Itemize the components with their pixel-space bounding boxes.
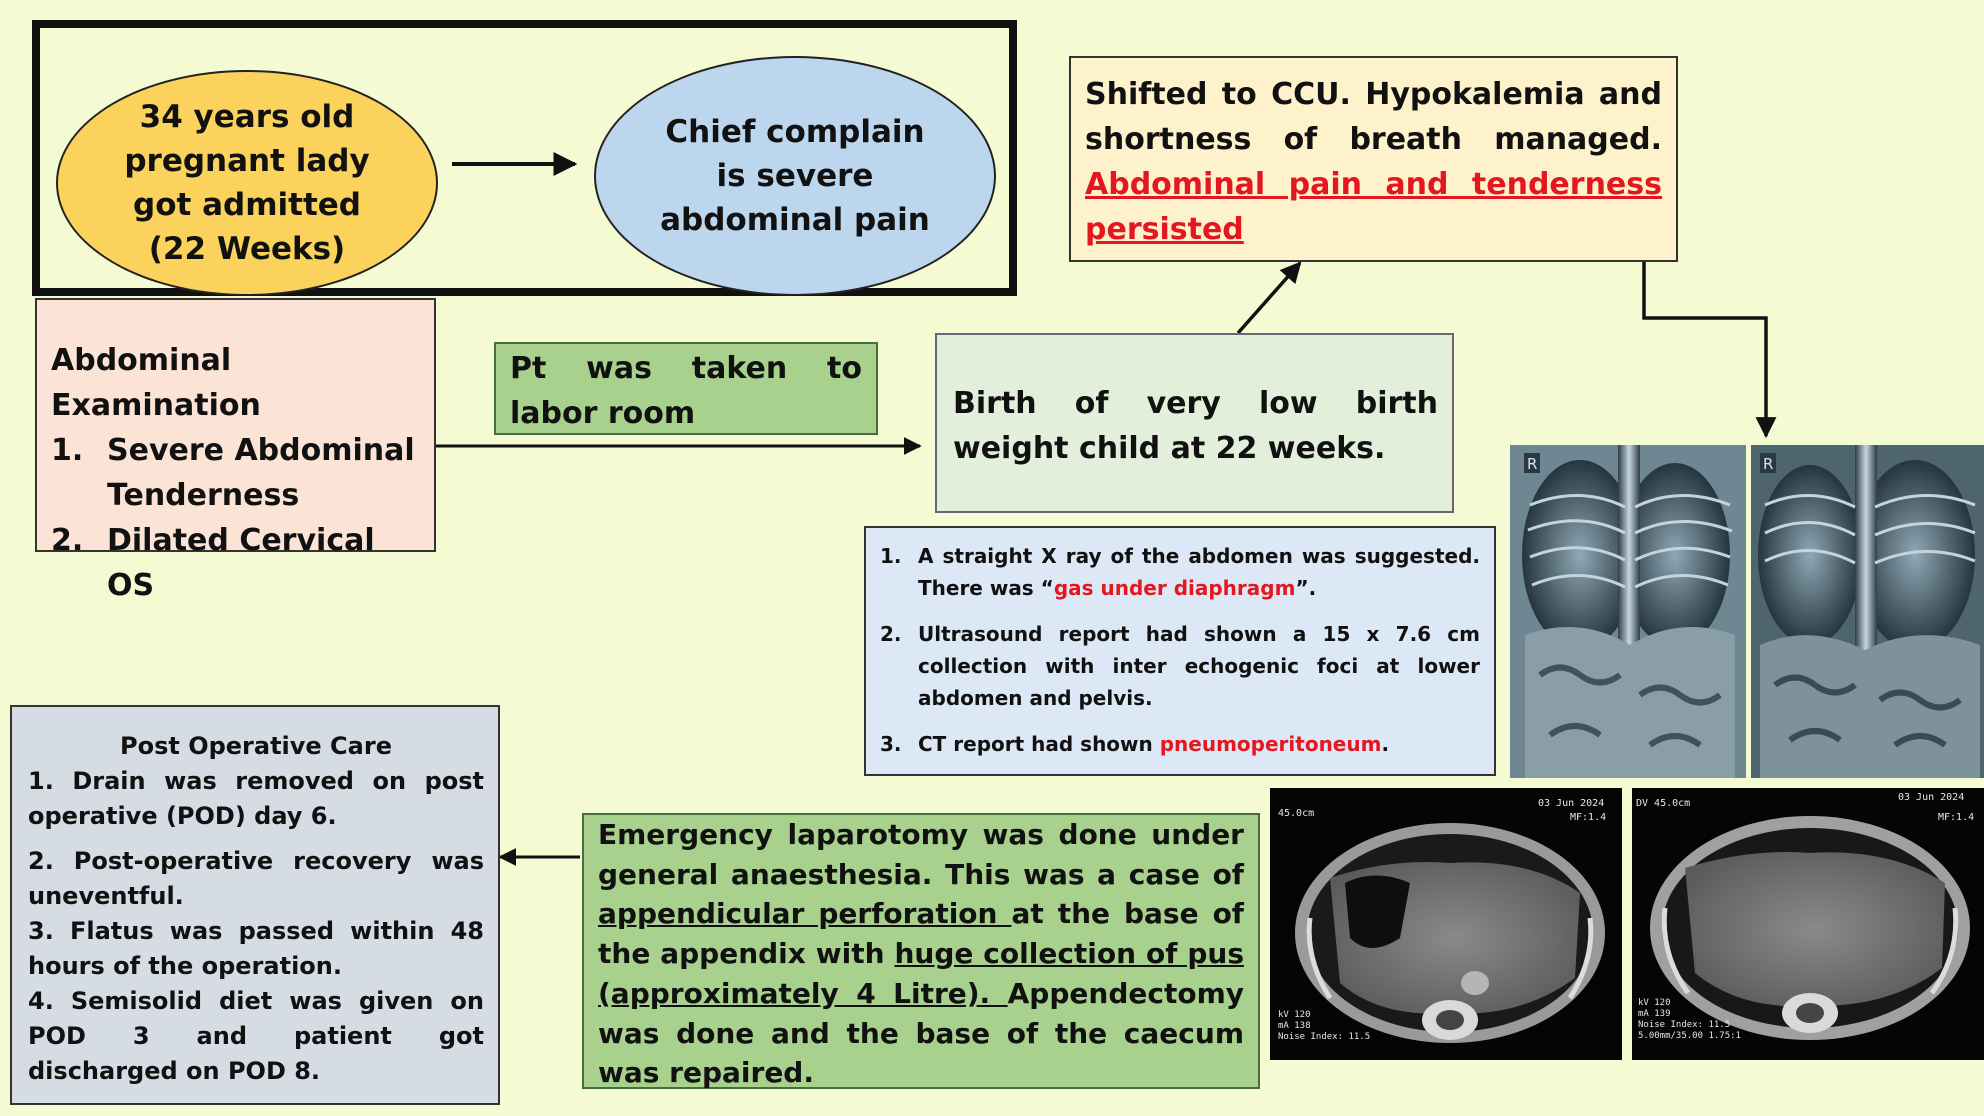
birth-box: Birth of very low birth weight child at … (935, 333, 1454, 513)
ct-right-date: 03 Jun 2024 (1898, 792, 1964, 803)
birth-text: Birth of very low birth weight child at … (953, 386, 1438, 466)
ccu-box: Shifted to CCU. Hypokalemia and shortnes… (1069, 56, 1678, 262)
ct-right-fov: DV 45.0cm (1636, 798, 1690, 809)
laparotomy-pus: huge collection of pus (approximately 4 … (598, 937, 1244, 1010)
postop-item-1: 1. Drain was removed on post operative (… (28, 767, 484, 830)
report-item-2: 2. Ultrasound report had shown a 15 x 7.… (880, 622, 1480, 710)
exam-item-2: 2. Dilated Cervical OS (51, 523, 375, 603)
patient-line2: pregnant lady (124, 143, 370, 179)
reports-box: 1. A straight X ray of the abdomen was s… (864, 526, 1496, 776)
laparotomy-text-2: at the base of the appendix with (598, 897, 1244, 971)
complaint-line3: abdominal pain (660, 202, 930, 238)
postop-title: Post Operative Care (120, 732, 392, 760)
ct-right-params: kV 120 mA 139 Noise Index: 11.5 5.00mm/3… (1638, 998, 1741, 1041)
admission-frame (32, 20, 1017, 296)
exam-box: Abdominal Examination 1. Severe Abdomina… (35, 298, 436, 603)
complaint-line2: is severe (716, 158, 874, 194)
postop-item-3: 3. Flatus was passed within 48 hours of … (28, 917, 484, 980)
postop-item-2: 2. Post-operative recovery was uneventfu… (28, 847, 484, 910)
ct-left-mf: MF:1.4 (1570, 812, 1606, 823)
xray-image: R R (1510, 445, 1984, 778)
ct-right-mf: MF:1.4 (1938, 812, 1974, 823)
labor-text: Pt was taken to labor room (510, 351, 862, 431)
exam-title: Abdominal Examination (51, 343, 261, 423)
patient-line4: (22 Weeks) (148, 231, 346, 267)
report-pneumo-highlight: pneumoperitoneum (1159, 732, 1382, 756)
ccu-highlight: Abdominal pain and tenderness persisted (1085, 167, 1662, 247)
postop-box: Post Operative Care 1. Drain was removed… (10, 705, 500, 1105)
report-item-3: 3. CT report had shown pneumoperitoneum. (880, 732, 1390, 756)
xray-marker-left: R (1527, 455, 1537, 473)
complaint-ellipse: Chief complain is severe abdominal pain (594, 56, 996, 296)
patient-line1: 34 years old (139, 99, 355, 135)
xray-marker-right: R (1763, 455, 1773, 473)
report-item-1: 1. A straight X ray of the abdomen was s… (880, 544, 1480, 600)
labor-box: Pt was taken to labor room (494, 342, 878, 435)
laparotomy-text-1: Emergency laparotomy was done under gene… (598, 818, 1244, 891)
ct-left-fov: 45.0cm (1278, 808, 1314, 819)
laparotomy-box: Emergency laparotomy was done under gene… (582, 813, 1260, 1089)
postop-item-4: 4. Semisolid diet was given on POD 3 and… (28, 987, 484, 1085)
ct-left-date: 03 Jun 2024 (1538, 798, 1604, 809)
laparotomy-text-3: Appendectomy was done and the base of th… (598, 976, 1244, 1090)
complaint-line1: Chief complain (665, 114, 925, 150)
ct-image: 45.0cm 03 Jun 2024 MF:1.4 DV 45.0cm 03 J… (1270, 788, 1984, 1060)
report-gas-highlight: gas under diaphragm (1053, 576, 1296, 600)
patient-ellipse: 34 years old pregnant lady got admitted … (56, 70, 438, 296)
exam-item-1: 1. Severe Abdominal Tenderness (51, 433, 415, 513)
ccu-text: Shifted to CCU. Hypokalemia and shortnes… (1085, 77, 1662, 157)
patient-line3: got admitted (133, 187, 361, 223)
ct-left-params: kV 120 mA 138 Noise Index: 11.5 (1278, 1010, 1371, 1042)
arrow-birth-to-ccu (1236, 261, 1302, 335)
laparotomy-perforation: appendicular perforation (598, 897, 1012, 931)
